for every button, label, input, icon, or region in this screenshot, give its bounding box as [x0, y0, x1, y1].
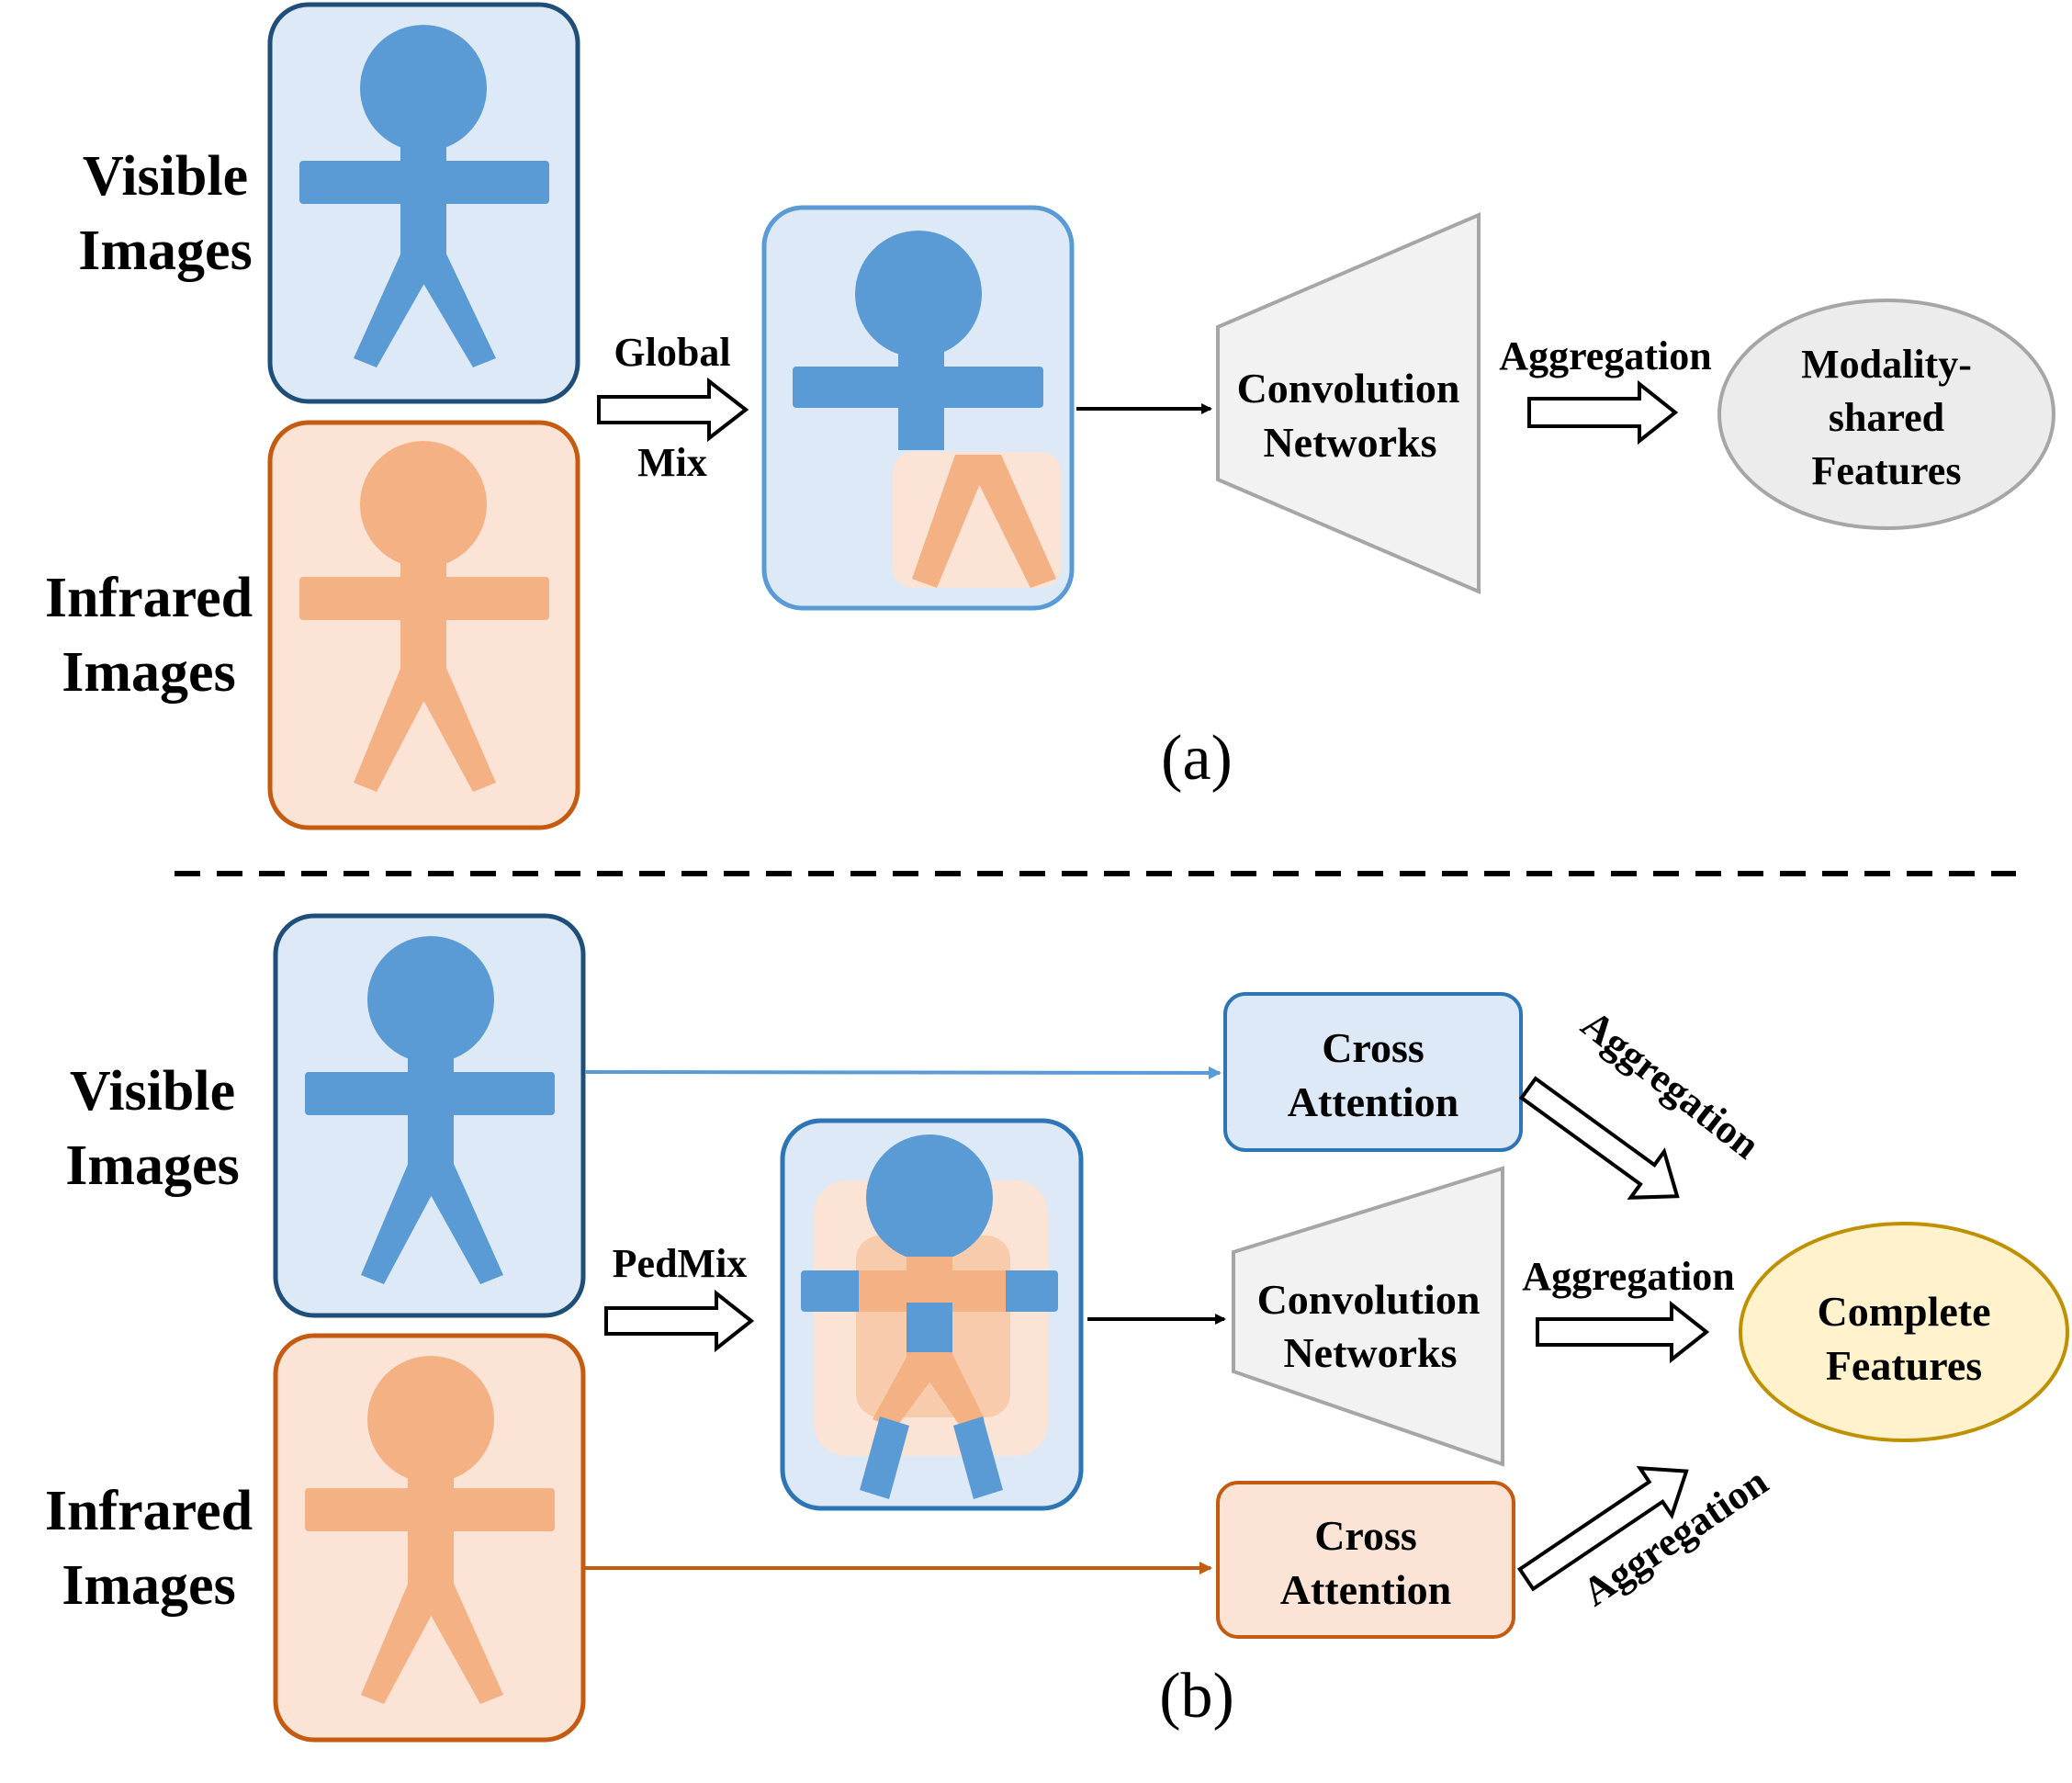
a-output-line2: shared: [1829, 395, 1944, 440]
b-visible-to-cross-attention-arrow: [584, 1066, 1222, 1079]
b-output-line1: Complete: [1817, 1288, 1990, 1335]
b-pedmix-image: [780, 1118, 1084, 1511]
a-infrared-label-line1: Infrared: [45, 567, 253, 629]
b-cross-attention-bottom-line1: Cross: [1314, 1512, 1417, 1559]
b-convolution-networks: [1232, 1166, 1504, 1467]
a-output-line1: Modality-: [1801, 342, 1972, 387]
a-infrared-person-icon: [299, 441, 549, 792]
b-visible-label-line2: Images: [65, 1134, 239, 1197]
b-cross-attention-bottom-line2: Attention: [1280, 1566, 1452, 1613]
b-pedmix-person-icon: [801, 1134, 1058, 1499]
b-cross-attention-top-line1: Cross: [1322, 1024, 1424, 1071]
b-aggregation-bottom-arrow: [1516, 1465, 1689, 1592]
a-visible-image: [267, 2, 580, 404]
b-complete-features: [1739, 1222, 2069, 1442]
b-conv-label-line1: Convolution: [1257, 1276, 1481, 1323]
b-aggregation-mid-arrow: [1536, 1300, 1710, 1364]
a-mixed-image: [761, 205, 1075, 611]
b-output-line2: Features: [1826, 1342, 1982, 1389]
a-infrared-image: [267, 420, 580, 830]
a-modality-shared-features: [1717, 299, 2055, 530]
a-convolution-networks: [1216, 211, 1481, 595]
b-conv-label-line2: Networks: [1283, 1329, 1457, 1376]
b-visible-image: [273, 913, 586, 1318]
b-infrared-label-line2: Images: [62, 1554, 235, 1617]
a-aggregation-label: Aggregation: [1499, 333, 1711, 378]
b-aggregation-top-arrow: [1518, 1076, 1680, 1200]
a-mix-label-line1: Global: [614, 330, 730, 375]
a-global-mix-arrow: [597, 377, 749, 443]
a-visible-person-icon: [299, 25, 549, 367]
a-output-line3: Features: [1812, 448, 1962, 493]
b-infrared-image: [273, 1333, 586, 1743]
a-conv-label-line1: Convolution: [1237, 365, 1460, 412]
b-cross-attention-top-line2: Attention: [1288, 1078, 1459, 1125]
a-conv-label-line2: Networks: [1263, 419, 1436, 466]
a-mix-label-line2: Mix: [637, 440, 707, 485]
b-caption: (b): [1159, 1661, 1234, 1732]
b-pedmix-arrow: [604, 1289, 755, 1353]
b-visible-label-line1: Visible: [70, 1060, 235, 1123]
b-cross-attention-infrared: [1216, 1481, 1515, 1639]
a-aggregation-arrow: [1527, 379, 1679, 446]
b-aggregation-mid-label: Aggregation: [1522, 1254, 1734, 1299]
a-caption: (a): [1161, 723, 1233, 794]
b-cross-attention-visible: [1223, 992, 1523, 1152]
b-infrared-label-line1: Infrared: [45, 1480, 253, 1542]
b-mix-label: PedMix: [613, 1241, 748, 1286]
a-infrared-label-line2: Images: [62, 641, 235, 704]
a-visible-label-line1: Visible: [83, 145, 248, 208]
b-infrared-person-icon: [305, 1356, 555, 1704]
a-visible-label-line2: Images: [78, 220, 252, 282]
a-mixed-person-icon: [793, 231, 1061, 588]
b-visible-person-icon: [305, 936, 555, 1284]
